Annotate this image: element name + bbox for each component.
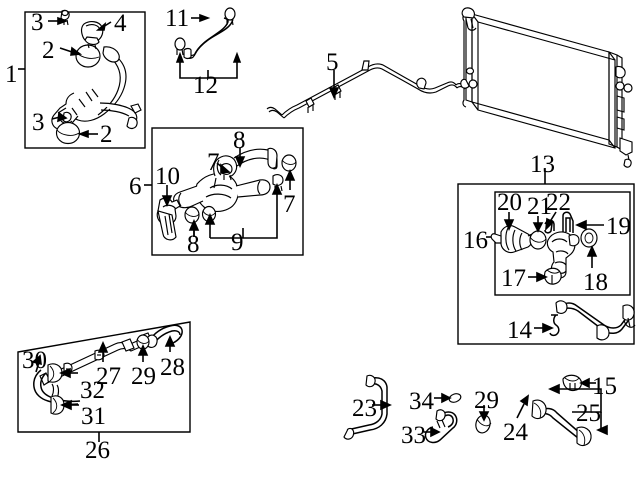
callout-label-16: 16 [463,227,488,254]
callout-label-19: 19 [606,213,631,240]
part-12-clamp-right [224,7,236,26]
callout-label-26: 26 [85,437,110,464]
part-13-radiator [460,7,633,168]
part-29-clamp-box26 [136,334,150,350]
callout-label-8b: 8 [187,231,200,258]
part-12-clamp-left [174,37,186,56]
callout-label-27: 27 [96,363,121,390]
part-33-bracket [424,409,458,444]
group-box-16-outer [457,183,635,345]
callout-label-13: 13 [530,151,555,178]
part-14-lower-hose [549,300,636,341]
part-17-gasket [543,267,562,285]
part-8-gaskets [184,205,217,224]
callout-arrows-group-16 [503,211,604,334]
group-box-26 [17,321,191,433]
part-11-overflow-hose [174,7,236,60]
callout-label-21: 21 [527,193,552,220]
part-34-grommet [448,393,462,403]
part-9-water-outlet [173,147,278,213]
part-4-cap [81,21,104,50]
callout-label-7a: 7 [207,149,220,176]
part-5-coolant-pipe [266,60,466,119]
callout-label-3b: 3 [32,109,45,136]
callout-label-29b: 29 [474,387,499,414]
callout-label-4: 4 [114,10,127,37]
part-filler-neck [51,9,142,145]
callout-bracket-12 [175,13,242,79]
callout-label-6: 6 [129,173,142,200]
callout-label-32: 32 [80,377,105,404]
part-19-bracket [562,211,574,233]
callout-label-25: 25 [576,400,601,427]
callout-label-5: 5 [326,49,339,76]
part-21-gasket [529,230,547,250]
part-28-hose [146,324,183,348]
part-10-connector [156,197,181,241]
callout-label-3a: 3 [31,9,44,36]
callout-label-22: 22 [546,189,571,216]
callout-arrows-bottom-right [372,377,608,438]
callout-label-15: 15 [592,373,617,400]
callout-label-28: 28 [160,354,185,381]
callout-label-33: 33 [401,422,426,449]
callout-arrows-group-6 [161,148,296,239]
callout-label-2a: 2 [42,37,55,64]
callout-label-1: 1 [5,61,18,88]
callout-label-17: 17 [501,265,526,292]
callout-arrows-group-26 [31,335,176,411]
group-box-16-inner [494,191,631,296]
callout-label-23: 23 [352,395,377,422]
callout-label-14: 14 [507,317,532,344]
callout-label-18: 18 [583,269,608,296]
callout-arrow-5 [328,70,340,99]
callout-label-34: 34 [409,388,434,415]
part-20-thermostat [490,225,533,254]
callout-arrows-group-1 [48,16,112,139]
callout-label-10: 10 [155,163,180,190]
callout-label-2b: 2 [100,121,113,148]
callout-label-20: 20 [497,189,522,216]
group-box-6 [151,127,304,256]
group-box-1 [24,11,146,149]
callout-label-24: 24 [503,419,528,446]
callout-label-11: 11 [165,5,190,32]
part-16-water-inlet-body [546,231,580,279]
part-23-bypass-hose [343,374,388,440]
callout-label-30: 30 [22,347,47,374]
part-2-lower-oring [55,121,81,145]
part-18-seal [580,228,598,248]
callout-label-12: 12 [193,72,218,99]
callout-label-8a: 8 [233,127,246,154]
part-24-heater-pipe [531,399,592,447]
callout-label-9: 9 [231,229,244,256]
callout-label-7b: 7 [283,191,296,218]
callout-label-31: 31 [81,403,106,430]
callout-label-29a: 29 [131,363,156,390]
